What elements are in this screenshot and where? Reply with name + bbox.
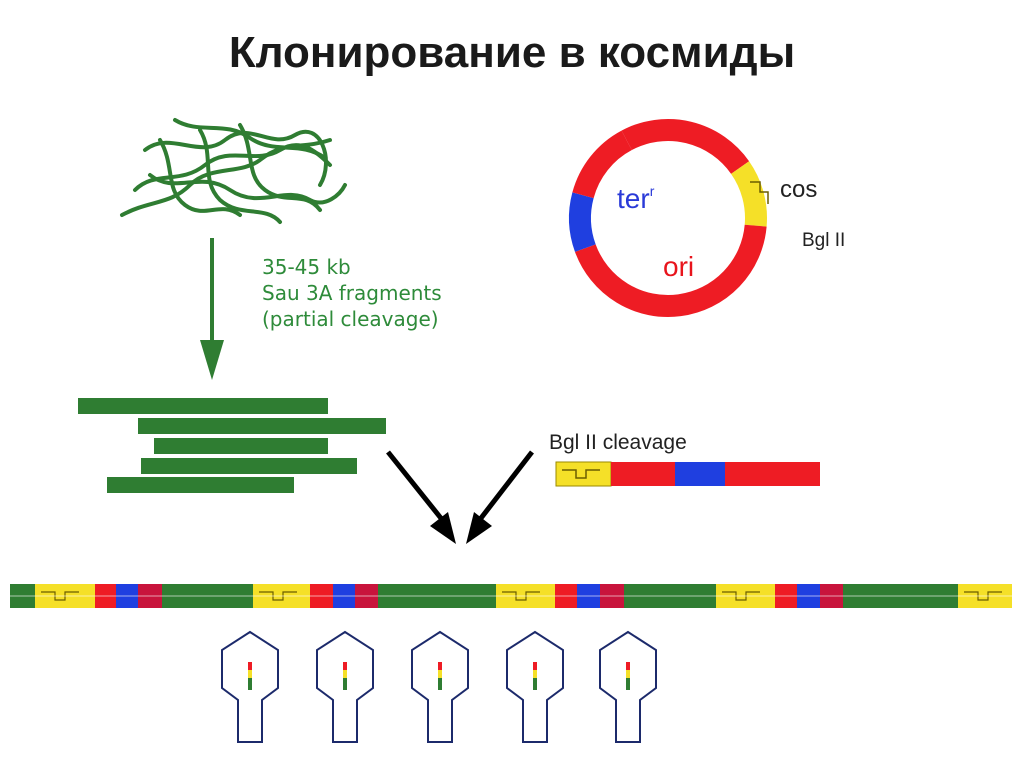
cos-site-mark (964, 591, 1002, 601)
ligation-arrows (386, 450, 534, 544)
packaged-dna (533, 662, 537, 670)
cos-label: cos (780, 176, 817, 203)
packaged-dna (248, 662, 252, 670)
ring-segment-cos (730, 161, 767, 227)
cos-site-mark (502, 591, 540, 601)
phage-particle (506, 630, 564, 743)
ori-label: ori (663, 251, 694, 282)
bgl-ii-label: Bgl II (802, 230, 845, 251)
cos-site-mark (750, 181, 769, 204)
dna-fragment (154, 438, 328, 454)
dna-fragment (138, 418, 386, 434)
packaged-dna (438, 670, 442, 678)
ter-label: terr (617, 183, 655, 214)
phage-particle (221, 630, 279, 743)
packaged-dna (343, 662, 347, 670)
packaged-dna (343, 670, 347, 678)
ring-segment-red (572, 130, 633, 199)
fragment-type-label: Sau 3A fragments (262, 281, 442, 305)
packaged-dna (248, 670, 252, 678)
dna-fragments (78, 398, 386, 493)
phage-particle (316, 630, 374, 743)
genomic-dna-tangle (120, 118, 347, 224)
dna-fragment (107, 477, 294, 493)
cos-site-mark (41, 591, 79, 601)
packaged-dna (343, 678, 347, 690)
phage-particle (411, 630, 469, 743)
fragment-size-label: 35-45 kb (262, 255, 351, 279)
phage-particle (599, 630, 657, 743)
packaged-dna (626, 678, 630, 690)
packaged-dna (438, 662, 442, 670)
down-arrow (200, 238, 224, 380)
packaged-dna (438, 678, 442, 690)
page-title: Клонирование в космиды (228, 28, 796, 77)
packaged-dna (533, 678, 537, 690)
ring-segment-ori (574, 224, 767, 317)
ring-segment-red (621, 119, 750, 175)
cos-site-mark (259, 591, 297, 601)
dna-fragment (78, 398, 328, 414)
packaged-dna (626, 662, 630, 670)
cos-site-mark (722, 591, 760, 601)
linearized-vector (555, 461, 820, 487)
cosmid-ring (569, 119, 769, 317)
packaged-dna (248, 678, 252, 690)
bgl-ii-cleavage-label: Bgl II cleavage (549, 431, 687, 454)
ring-segment-ter (569, 192, 596, 252)
phage-particles (221, 630, 657, 743)
packaged-dna (626, 670, 630, 678)
concatemer-dna (10, 584, 1012, 608)
fragment-cleavage-label: (partial cleavage) (262, 307, 439, 331)
dna-fragment (141, 458, 357, 474)
packaged-dna (533, 670, 537, 678)
